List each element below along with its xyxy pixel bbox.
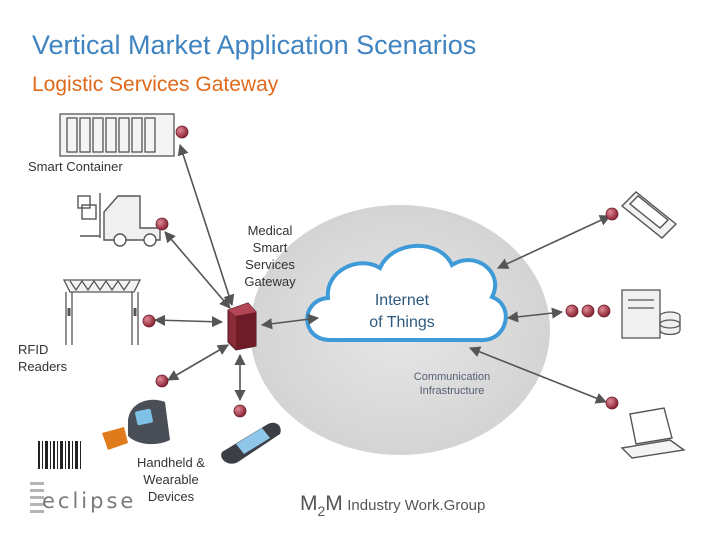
label-communication-infrastructure: Communication Infrastructure — [395, 370, 509, 398]
label-line: Infrastructure — [419, 385, 485, 397]
mobile-phone-icon — [620, 191, 678, 239]
label-rfid-readers: RFID Readers — [18, 341, 67, 375]
m2m-industry-workgroup-logo: M2M Industry Work.Group — [300, 492, 486, 519]
label-line: Medical — [247, 223, 293, 238]
internet-of-things-cloud-icon — [305, 243, 508, 343]
arrow-cloud-to-phone — [496, 215, 612, 269]
forklift-icon — [77, 193, 161, 247]
sensor-node-icon — [142, 314, 156, 328]
label-line: Wearable — [143, 472, 199, 487]
arrow-rfid-to-gateway — [153, 314, 224, 328]
wearable-scanner-icon — [102, 399, 170, 450]
rfid-gate-icon — [62, 279, 142, 345]
m2m-letter-m1: M — [300, 492, 318, 515]
m2m-workgroup-text: Industry Work.Group — [347, 497, 486, 514]
handheld-icon — [221, 422, 281, 464]
label-line: Handheld & — [137, 455, 205, 470]
sensor-nodes — [142, 125, 619, 418]
label-line: Smart — [252, 240, 288, 255]
server-icon — [621, 289, 681, 339]
sensor-node-icon — [175, 125, 189, 139]
sensor-node-icon — [155, 374, 169, 388]
arrow-forklift-to-gateway — [164, 231, 231, 309]
sensor-node-icon — [155, 217, 169, 231]
sensor-node-icon — [605, 396, 619, 410]
label-line: Gateway — [244, 274, 296, 289]
sensor-node-icon — [581, 304, 595, 318]
label-line: Readers — [18, 359, 68, 374]
container-icon — [59, 113, 175, 157]
page-subtitle: Logistic Services Gateway — [32, 73, 279, 96]
sensor-node-icon — [597, 304, 611, 318]
sensor-node-icon — [233, 404, 247, 418]
label-line: Communication — [413, 371, 491, 383]
label-medical-gateway: Medical Smart Services Gateway — [232, 222, 308, 290]
eclipse-logo-text: eclipse — [42, 489, 137, 513]
page-title: Vertical Market Application Scenarios — [32, 30, 477, 60]
m2m-subscript: 2 — [317, 503, 326, 519]
arrow-wearable-to-gateway — [167, 344, 229, 381]
barcode-icon — [38, 441, 81, 469]
label-internet-of-things: Internet of Things — [340, 290, 464, 334]
label-line: RFID — [18, 342, 49, 357]
label-smart-container: Smart Container — [28, 159, 123, 174]
arrow-cloud-to-server — [506, 307, 564, 323]
label-line: Services — [245, 257, 295, 272]
label-line: of Things — [369, 314, 435, 331]
m2m-letter-m2: M — [325, 492, 343, 515]
laptop-icon — [620, 407, 686, 459]
label-line: Devices — [147, 489, 195, 504]
arrow-cloud-to-laptop — [468, 346, 608, 404]
sensor-node-icon — [605, 207, 619, 221]
eclipse-logo-icon — [30, 482, 44, 513]
arrow-gateway-to-cloud — [260, 313, 320, 330]
label-handheld-devices: Handheld & Wearable Devices — [126, 454, 216, 505]
label-line: Internet — [374, 292, 430, 309]
sensor-node-icon — [565, 304, 579, 318]
gateway-device-icon — [227, 302, 257, 351]
